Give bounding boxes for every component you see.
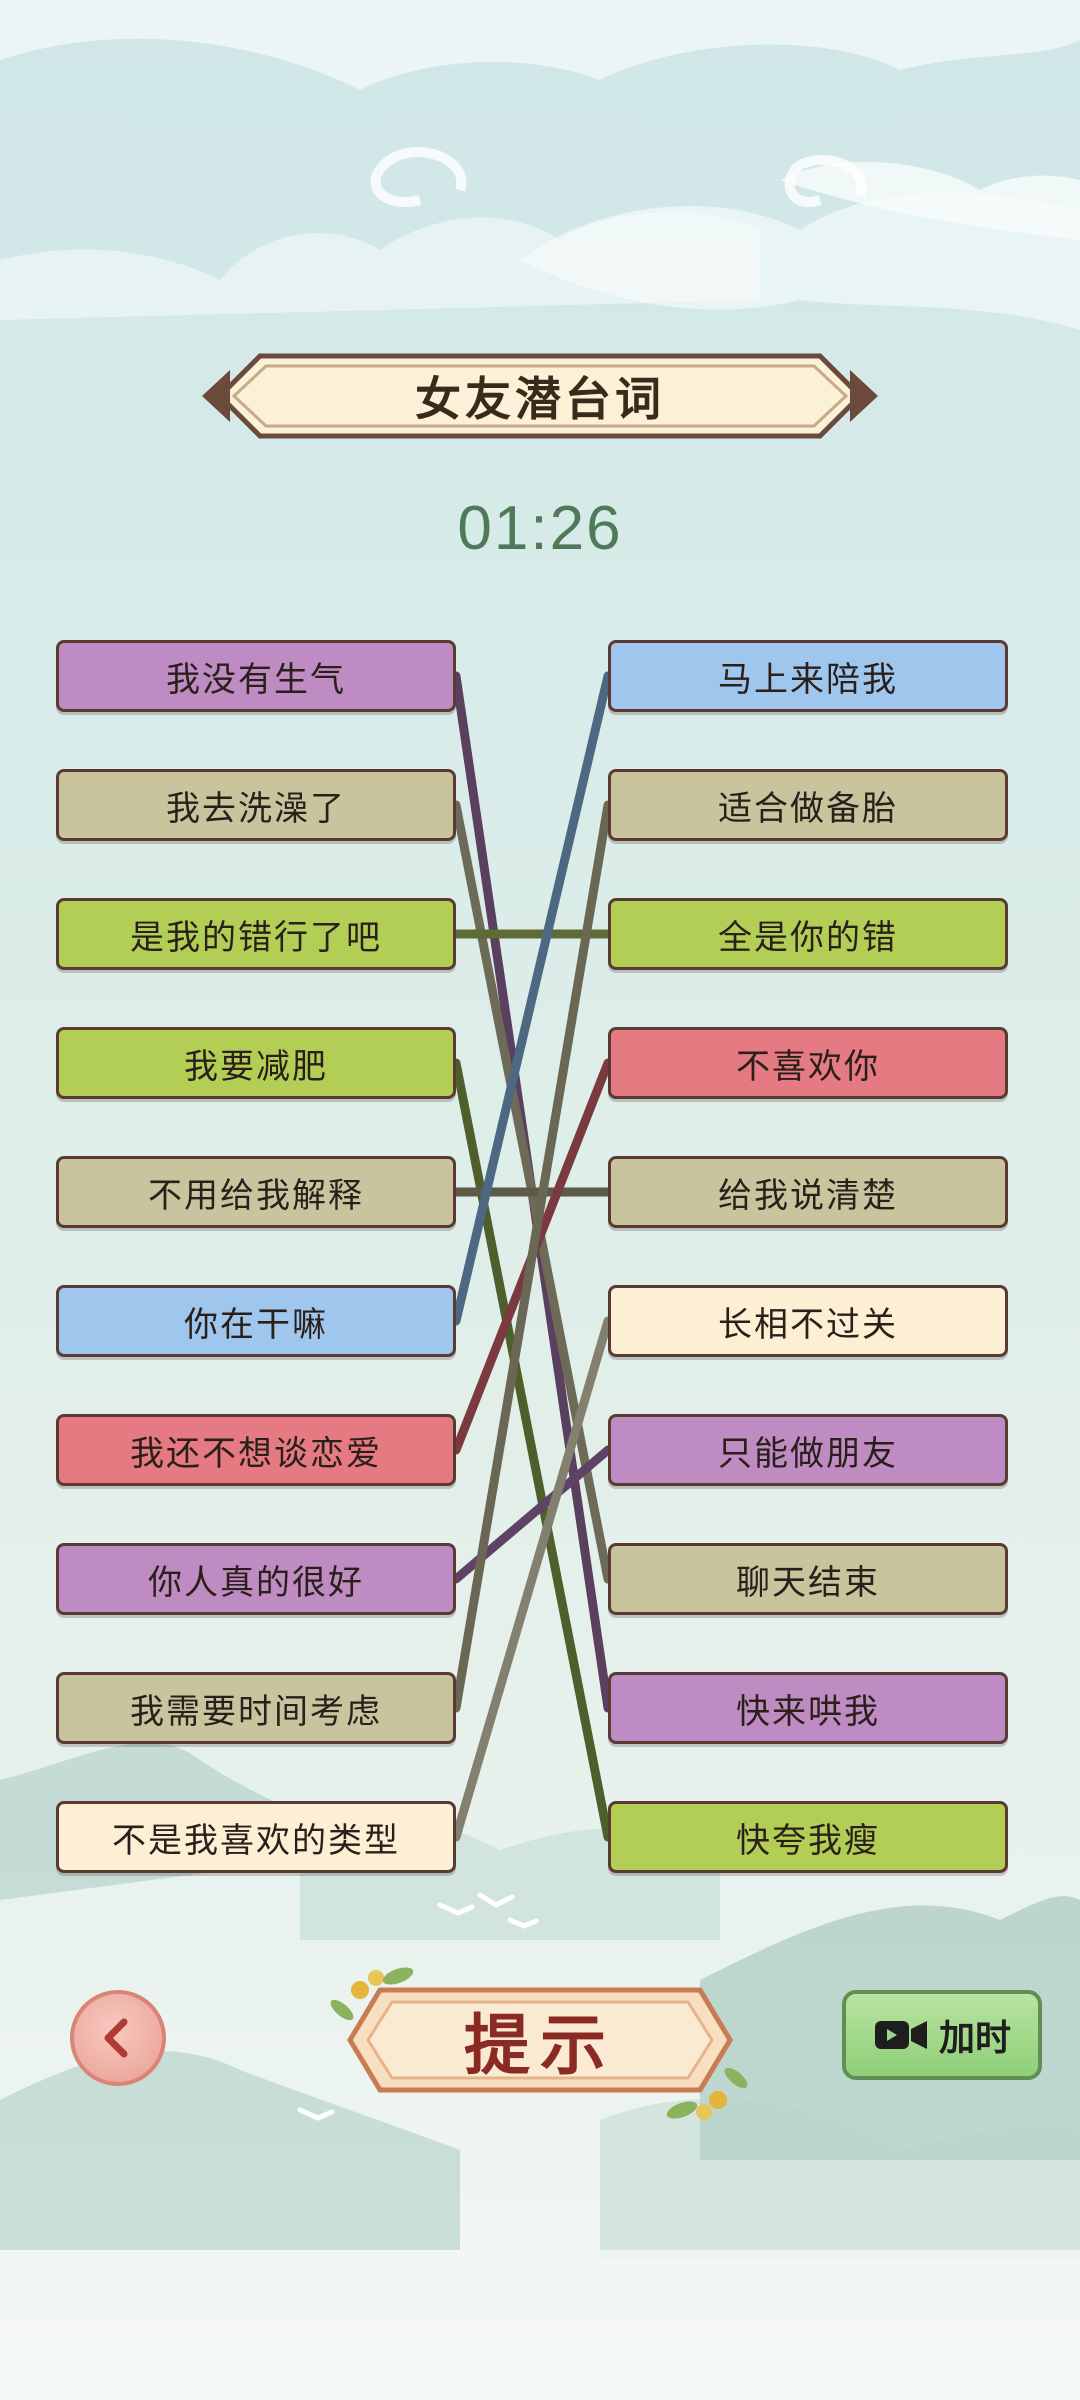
left-item[interactable]: 是我的错行了吧 (56, 898, 456, 970)
leaf-decoration-left (330, 1967, 414, 2021)
right-item[interactable]: 全是你的错 (608, 898, 1008, 970)
left-item[interactable]: 我还不想谈恋爱 (56, 1414, 456, 1486)
clouds (0, 0, 1080, 330)
add-time-label: 加时 (938, 2018, 1011, 2059)
chevron-left-icon (104, 2018, 128, 2058)
right-item[interactable]: 给我说清楚 (608, 1156, 1008, 1228)
hint-label: 提示 (464, 2006, 616, 2084)
left-item[interactable]: 你在干嘛 (56, 1285, 456, 1357)
left-item[interactable]: 我需要时间考虑 (56, 1672, 456, 1744)
left-item[interactable]: 我去洗澡了 (56, 769, 456, 841)
title-banner (202, 353, 878, 439)
leaf-decoration-right (666, 2067, 748, 2120)
right-item[interactable]: 不喜欢你 (608, 1027, 1008, 1099)
left-item[interactable]: 不用给我解释 (56, 1156, 456, 1228)
page-title: 女友潜台词 (415, 372, 665, 426)
countdown-timer: 01:26 (457, 493, 623, 563)
right-item[interactable]: 快来哄我 (608, 1672, 1008, 1744)
match-line (451, 800, 613, 1713)
right-item[interactable]: 马上来陪我 (608, 640, 1008, 712)
cloud-swirls (370, 147, 867, 207)
add-time-button[interactable]: 加时 (842, 1990, 1042, 2080)
birds (297, 1892, 539, 2121)
left-item[interactable]: 我要减肥 (56, 1027, 456, 1099)
left-item[interactable]: 你人真的很好 (56, 1543, 456, 1615)
right-item[interactable]: 聊天结束 (608, 1543, 1008, 1615)
back-button[interactable] (70, 1990, 166, 2086)
right-item[interactable]: 快夸我瘦 (608, 1801, 1008, 1873)
match-line (451, 671, 613, 1326)
left-item[interactable]: 不是我喜欢的类型 (56, 1801, 456, 1873)
match-line (451, 1316, 613, 1842)
hint-button[interactable] (320, 1950, 760, 2130)
right-item[interactable]: 长相不过关 (608, 1285, 1008, 1357)
mountains (0, 1742, 1080, 2260)
right-item[interactable]: 适合做备胎 (608, 769, 1008, 841)
right-item[interactable]: 只能做朋友 (608, 1414, 1008, 1486)
left-item[interactable]: 我没有生气 (56, 640, 456, 712)
video-camera-icon (874, 2021, 927, 2049)
